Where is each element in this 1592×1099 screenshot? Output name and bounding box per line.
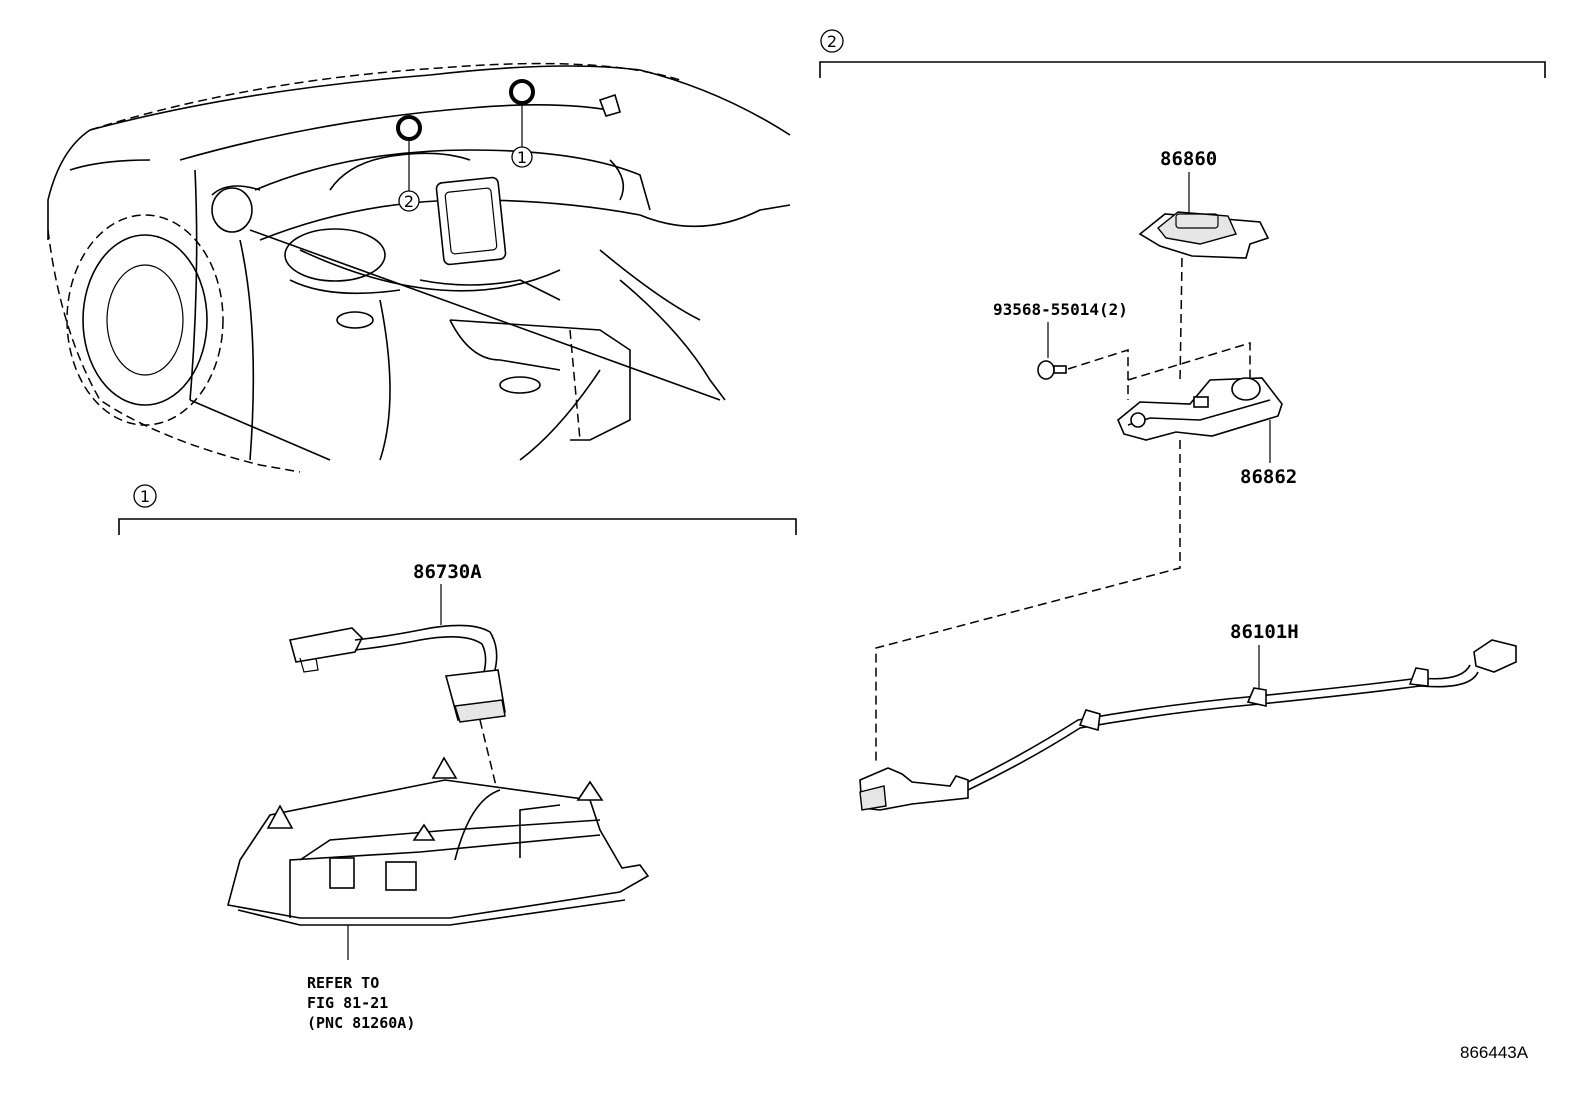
overhead-console-housing: [227, 756, 650, 960]
location-marker-1: 1: [509, 79, 535, 168]
part-label-86860: 86860: [1160, 148, 1217, 170]
part-label-86101H: 86101H: [1230, 621, 1299, 643]
note-line-3: (PNC 81260A): [307, 1014, 415, 1032]
section-1-header: 1: [118, 484, 797, 535]
section-2-header: 2: [819, 29, 1546, 78]
part-86101H-harness: 86101H: [859, 621, 1517, 811]
figure-id: 866443A: [1460, 1043, 1529, 1062]
reference-note: REFER TO FIG 81-21 (PNC 81260A): [307, 974, 415, 1032]
section-2-number: 2: [827, 32, 837, 51]
part-86862-bracket: 86862: [875, 377, 1297, 765]
callout-2-label: 2: [404, 192, 414, 211]
note-line-2: FIG 81-21: [307, 994, 388, 1012]
location-marker-2: 2: [396, 115, 422, 212]
vehicle-interior-overview: [47, 62, 791, 473]
part-86730A-harness: 86730A: [289, 561, 506, 791]
section-1-number: 1: [140, 487, 150, 506]
part-label-93568: 93568-55014(2): [993, 300, 1128, 319]
callout-1-label: 1: [517, 148, 527, 167]
part-label-86730A: 86730A: [413, 561, 482, 583]
part-93568-screw: 93568-55014(2): [993, 300, 1251, 400]
note-line-1: REFER TO: [307, 974, 379, 992]
part-label-86862: 86862: [1240, 466, 1297, 488]
part-86860-module: 86860: [1138, 148, 1270, 383]
